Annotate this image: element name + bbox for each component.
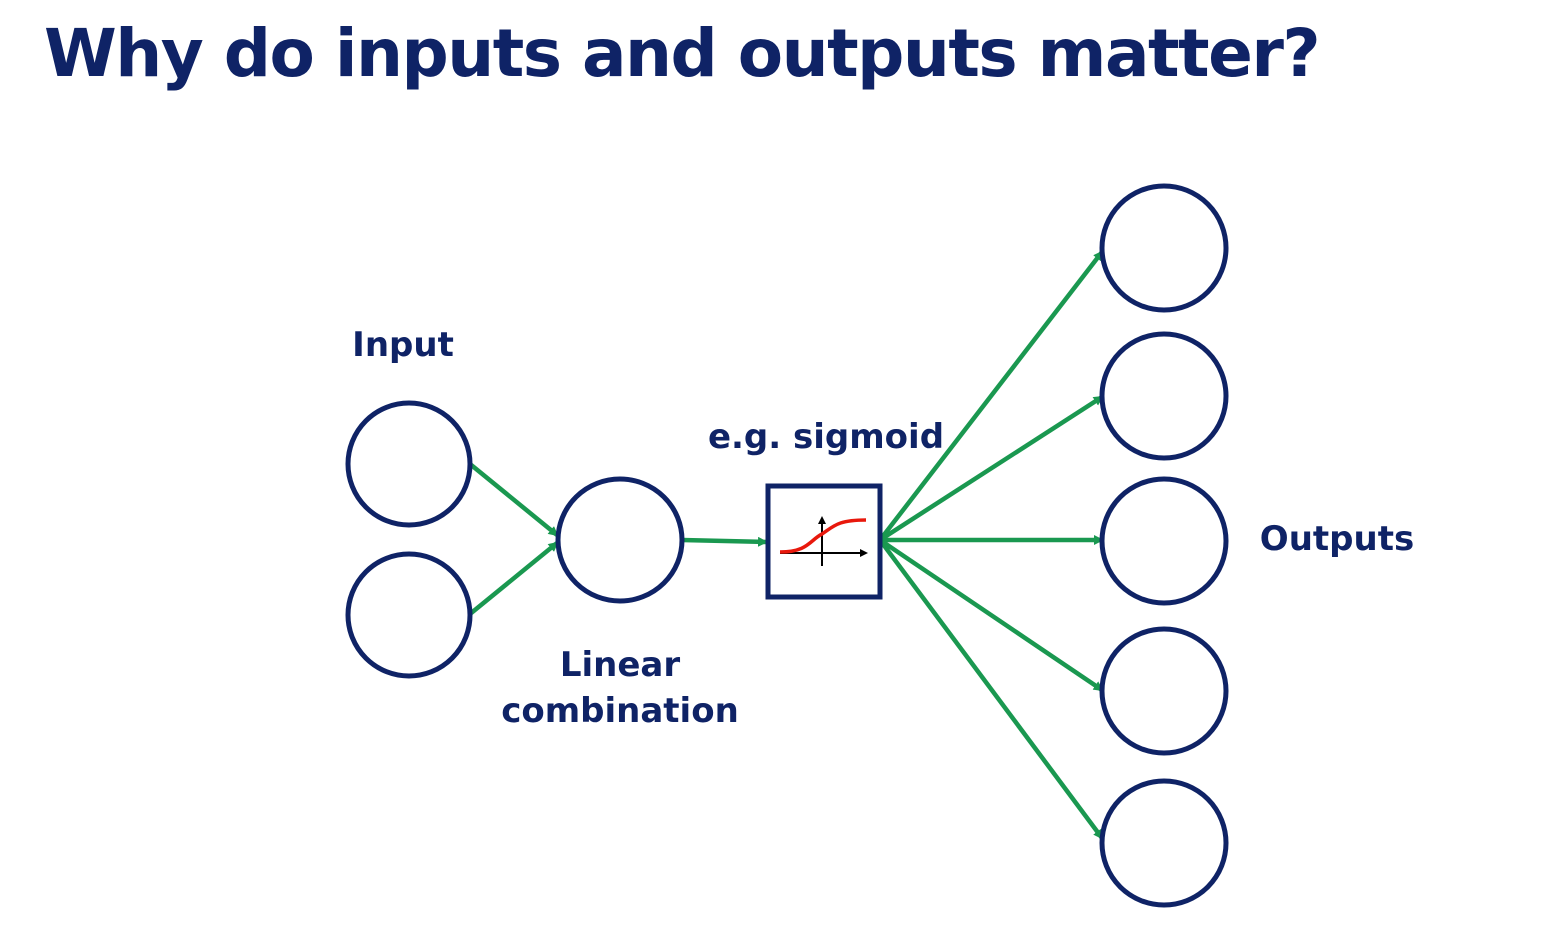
arrow-input2-to-linear: [468, 541, 559, 616]
linear-combination-label-line1: Linear: [560, 645, 681, 685]
output-node-2: [1099, 331, 1229, 461]
output-node-1: [1099, 183, 1229, 313]
activation-label: e.g. sigmoid: [708, 417, 944, 457]
slide-title: Why do inputs and outputs matter?: [44, 15, 1321, 92]
arrow-activation-to-output4: [878, 538, 1104, 692]
output-node-5: [1099, 778, 1229, 908]
sigmoid-curve-icon: [779, 516, 868, 566]
linear-combination-label-line2: combination: [501, 691, 739, 731]
arrow-linear-to-activation: [681, 536, 768, 547]
input-label: Input: [352, 325, 454, 365]
outputs-label: Outputs: [1260, 519, 1414, 559]
linear-combination-node: [555, 476, 685, 604]
arrow-input1-to-linear: [468, 462, 559, 537]
activation-function-box: [765, 483, 883, 600]
arrow-activation-to-output1: [878, 250, 1104, 542]
input-node-2: [345, 551, 473, 679]
arrow-activation-to-output2: [878, 395, 1104, 542]
arrow-activation-to-output5: [878, 538, 1104, 840]
output-node-4: [1099, 626, 1229, 756]
input-node-1: [345, 400, 473, 528]
output-node-3: [1099, 476, 1229, 606]
